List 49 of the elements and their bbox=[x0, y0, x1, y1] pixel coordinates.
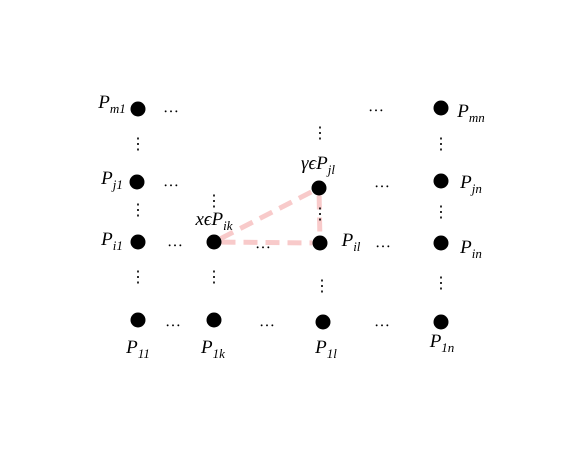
point-label: P$_{in}$ bbox=[460, 238, 482, 260]
point-marker bbox=[434, 100, 448, 116]
ellipsis: … bbox=[374, 175, 390, 191]
point-marker bbox=[206, 234, 222, 250]
point-label: P$_{mn}$ bbox=[457, 102, 485, 124]
ellipsis: … bbox=[167, 234, 183, 250]
ellipsis: … bbox=[255, 236, 271, 252]
ellipsis: ⋮ bbox=[314, 279, 330, 295]
point-marker bbox=[130, 234, 146, 250]
ellipsis: … bbox=[163, 100, 179, 116]
point-label: xϵP$_{ik}$ bbox=[195, 210, 233, 232]
ellipsis: ⋮ bbox=[433, 137, 449, 153]
point-marker bbox=[316, 314, 330, 330]
point-label: γϵP$_{jl}$ bbox=[301, 154, 335, 176]
ellipsis: ⋮ bbox=[433, 205, 449, 221]
point-label: P$_{m1}$ bbox=[98, 93, 126, 115]
ellipsis: ⋮ bbox=[206, 194, 222, 210]
point-marker bbox=[206, 312, 222, 328]
point-marker bbox=[434, 236, 448, 250]
point-marker bbox=[130, 102, 146, 116]
point-label: P$_{j1}$ bbox=[101, 169, 123, 191]
ellipsis: … bbox=[259, 314, 275, 330]
ellipsis: ⋮ bbox=[312, 126, 328, 142]
ellipsis: ⋮ bbox=[130, 137, 146, 153]
point-label: P$_{i1}$ bbox=[101, 230, 123, 252]
point-label: P$_{1k}$ bbox=[201, 338, 225, 360]
ellipsis: ⋮ bbox=[312, 207, 328, 223]
point-marker bbox=[434, 314, 448, 330]
point-label: P$_{1l}$ bbox=[315, 338, 337, 360]
point-label: P$_{jn}$ bbox=[460, 173, 482, 195]
dashed-line bbox=[220, 189, 314, 241]
ellipsis: … bbox=[163, 174, 179, 190]
dashed-line bbox=[221, 240, 313, 246]
point-marker bbox=[312, 236, 328, 250]
ellipsis: … bbox=[374, 314, 390, 330]
ellipsis: ⋮ bbox=[433, 276, 449, 292]
ellipsis: … bbox=[165, 314, 181, 330]
ellipsis: ⋮ bbox=[206, 270, 222, 286]
ellipsis: ⋮ bbox=[130, 203, 146, 219]
ellipsis: … bbox=[375, 235, 391, 251]
point-label: P$_{1n}$ bbox=[430, 332, 454, 354]
point-marker bbox=[130, 174, 144, 190]
point-label: P$_{il}$ bbox=[342, 231, 360, 253]
ellipsis: ⋮ bbox=[130, 270, 146, 286]
point-label: P$_{11}$ bbox=[126, 338, 150, 360]
point-marker bbox=[130, 312, 146, 328]
ellipsis: … bbox=[368, 99, 384, 115]
point-marker bbox=[312, 180, 326, 196]
point-marker bbox=[434, 174, 448, 188]
